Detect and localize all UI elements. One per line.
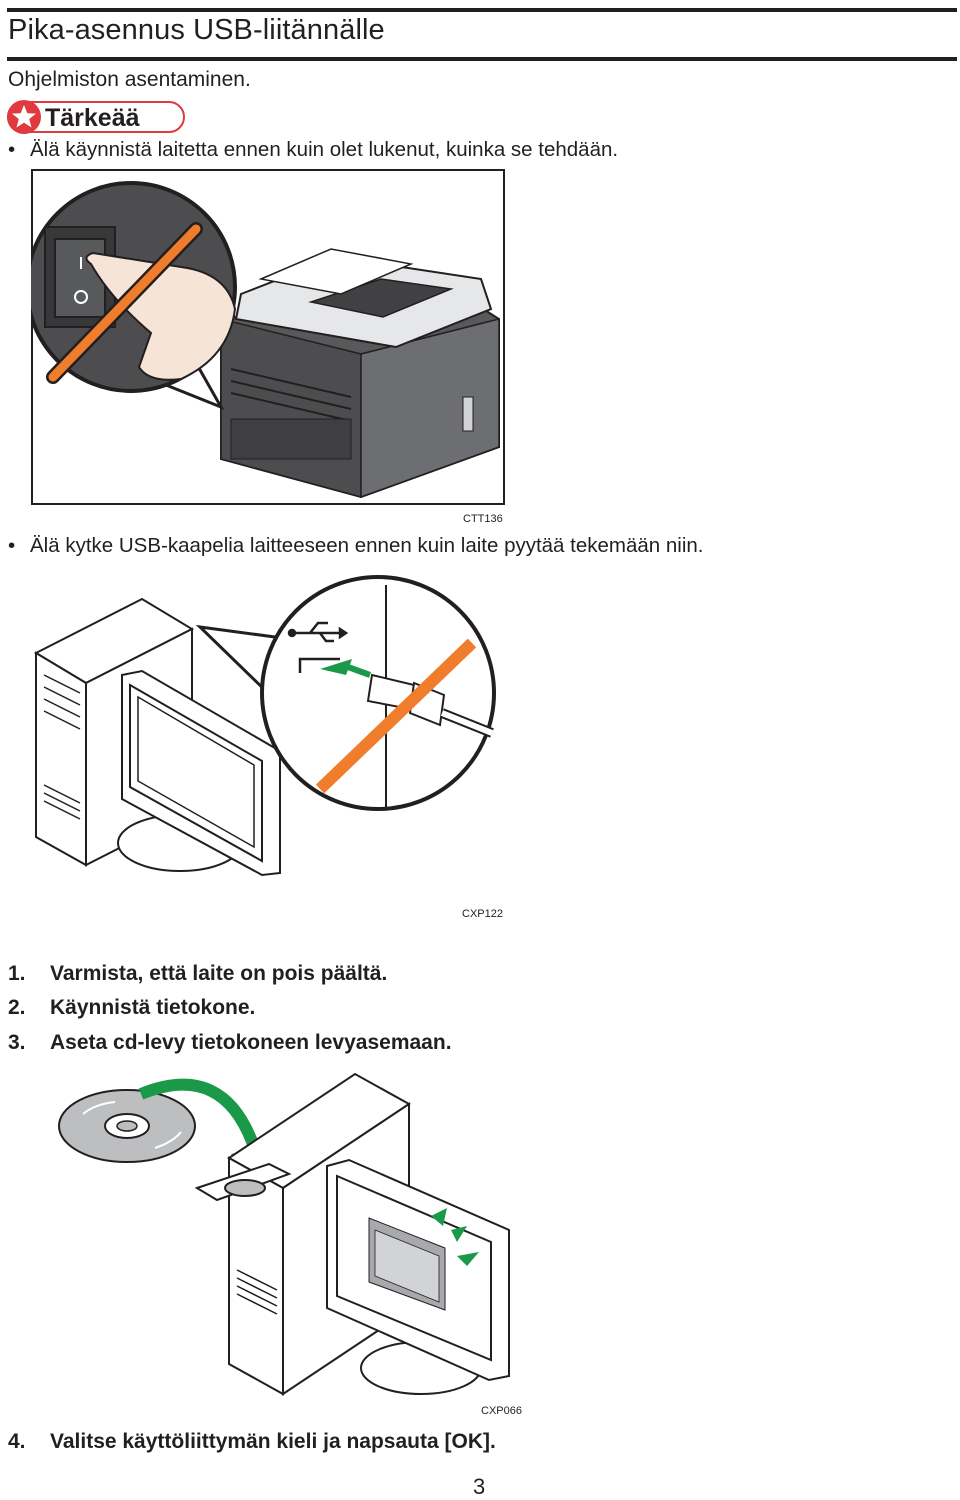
top-rule <box>7 8 957 12</box>
step-number: 2. <box>8 996 26 1019</box>
bullet-item: • Älä käynnistä laitetta ennen kuin olet… <box>8 138 619 161</box>
figure-code: CXP122 <box>462 908 503 920</box>
figure-code: CXP066 <box>481 1405 522 1417</box>
star-icon <box>7 100 41 134</box>
step-item: 2. Käynnistä tietokone. <box>8 996 908 1022</box>
printer-image <box>220 248 500 499</box>
power-switch-figure <box>31 169 505 505</box>
step-item: 3. Aseta cd-levy tietokoneen levyasemaan… <box>8 1031 908 1057</box>
important-badge: Tärkeää <box>7 100 185 134</box>
bullet-item: • Älä kytke USB-kaapelia laitteeseen enn… <box>8 534 704 557</box>
usb-icon <box>287 621 349 643</box>
intro-text: Ohjelmiston asentaminen. <box>8 68 251 91</box>
step-item: 4. Valitse käyttöliittymän kieli ja naps… <box>8 1430 908 1456</box>
step-number: 4. <box>8 1430 26 1453</box>
computer-monitor <box>117 669 281 877</box>
figure-code: CTT136 <box>463 513 503 525</box>
cd-insert-figure <box>58 1072 510 1396</box>
step-text: Valitse käyttöliittymän kieli ja napsaut… <box>50 1430 496 1453</box>
step-number: 3. <box>8 1031 26 1054</box>
cd-disc <box>58 1089 196 1163</box>
step-item: 1. Varmista, että laite on pois päältä. <box>8 962 908 988</box>
step-text: Aseta cd-levy tietokoneen levyasemaan. <box>50 1031 452 1054</box>
computer-monitor <box>326 1158 510 1395</box>
title-rule <box>7 57 957 61</box>
step-text: Käynnistä tietokone. <box>50 996 256 1019</box>
page-number: 3 <box>473 1474 486 1499</box>
bullet-text: Älä käynnistä laitetta ennen kuin olet l… <box>30 138 619 161</box>
page-title: Pika-asennus USB-liitännälle <box>8 14 385 46</box>
step-text: Varmista, että laite on pois päältä. <box>50 962 388 985</box>
bullet-text: Älä kytke USB-kaapelia laitteeseen ennen… <box>30 534 704 557</box>
power-switch-callout <box>31 181 237 410</box>
step-number: 1. <box>8 962 26 985</box>
usb-cable-figure <box>33 575 496 877</box>
important-label: Tärkeää <box>45 104 140 132</box>
usb-callout <box>195 575 496 811</box>
